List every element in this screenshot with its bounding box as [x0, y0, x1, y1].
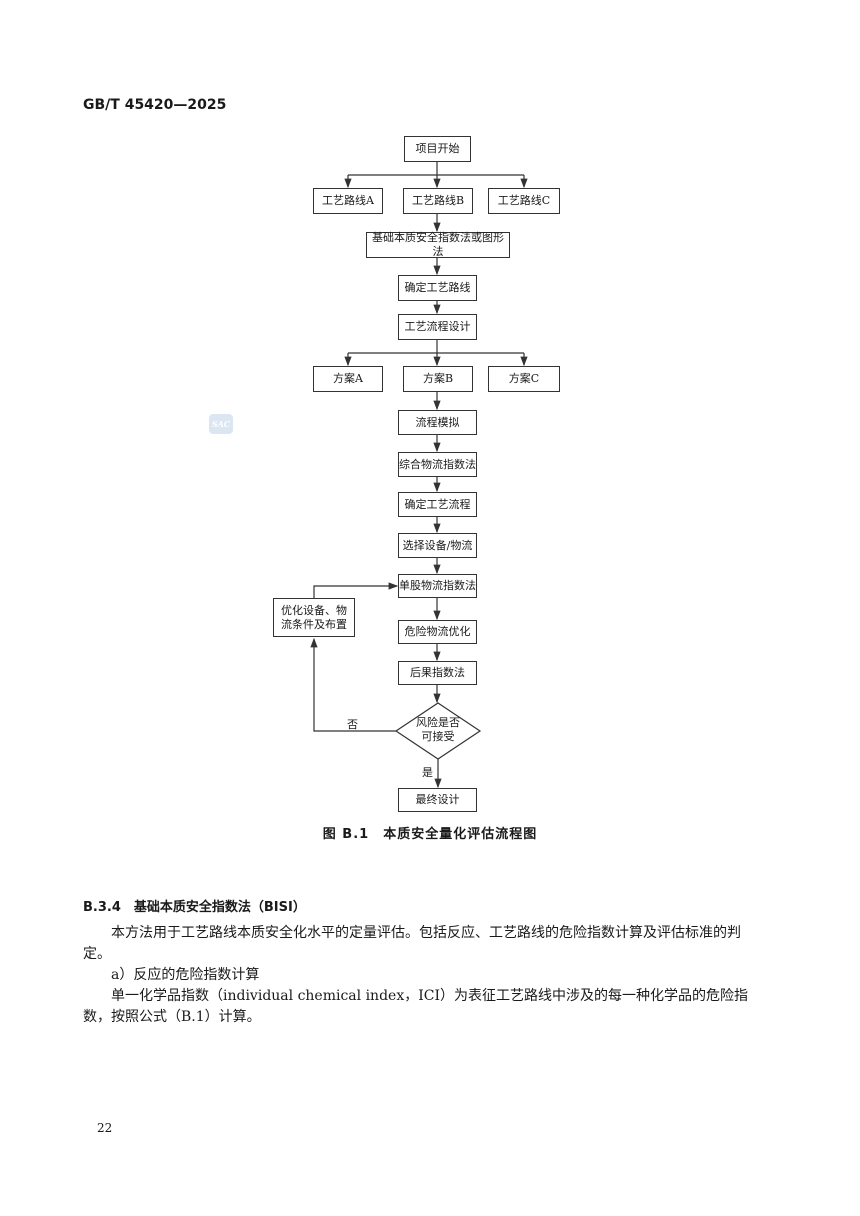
node-plan-b: 方案B — [403, 366, 473, 392]
sac-watermark-logo: SAC — [209, 414, 233, 434]
node-plan-c: 方案C — [488, 366, 560, 392]
node-decision: 风险是否可接受 — [416, 716, 460, 743]
node-route-a: 工艺路线A — [313, 188, 383, 214]
node-optimize-layout: 优化设备、物流条件及布置 — [273, 598, 355, 637]
label-no: 否 — [347, 718, 358, 731]
standard-number: GB/T 45420—2025 — [83, 97, 227, 113]
node-select-equipment: 选择设备/物流 — [398, 533, 477, 558]
list-item-a: a）反应的危险指数计算 — [111, 967, 260, 983]
node-consequence-index: 后果指数法 — [398, 661, 477, 685]
figure-caption: 图 B.1 本质安全量化评估流程图 — [322, 827, 538, 842]
node-simulation: 流程模拟 — [398, 410, 477, 435]
label-yes: 是 — [422, 766, 433, 779]
node-hazard-optimize: 危险物流优化 — [398, 620, 477, 644]
node-final-design: 最终设计 — [398, 788, 477, 812]
node-plan-a: 方案A — [313, 366, 383, 392]
node-process-design: 工艺流程设计 — [398, 314, 477, 340]
node-single-stream-index: 单股物流指数法 — [398, 574, 477, 598]
node-route-c: 工艺路线C — [488, 188, 560, 214]
paragraph: 本方法用于工艺路线本质安全化水平的定量评估。包括反应、工艺路线的危险指数计算及评… — [83, 925, 741, 962]
section-heading: B.3.4 基础本质安全指数法（BISI） — [83, 900, 306, 915]
paragraph: 单一化学品指数（individual chemical index，ICI）为表… — [83, 988, 748, 1025]
node-integrated-index: 综合物流指数法 — [398, 452, 477, 477]
node-basic-index: 基础本质安全指数法或图形法 — [366, 231, 510, 258]
node-confirm-route: 确定工艺路线 — [398, 275, 477, 301]
node-start: 项目开始 — [404, 136, 471, 162]
page-number: 22 — [97, 1121, 113, 1135]
node-route-b: 工艺路线B — [403, 188, 473, 214]
node-confirm-flow: 确定工艺流程 — [398, 492, 477, 517]
